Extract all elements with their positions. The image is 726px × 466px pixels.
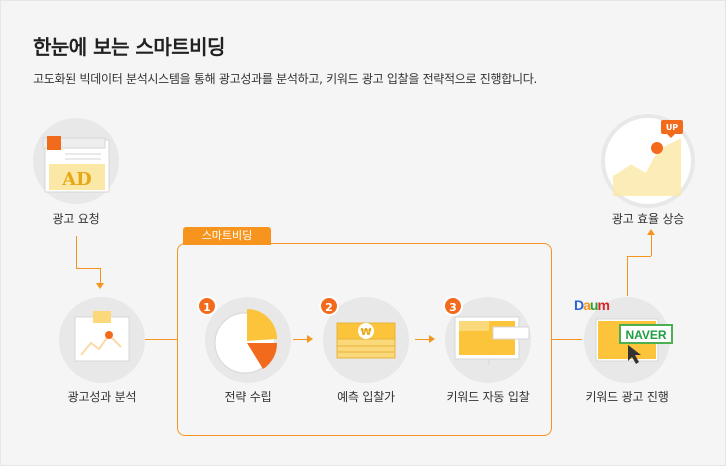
connector-step2-step3 — [415, 339, 429, 340]
arrow-right-icon — [307, 335, 313, 343]
connector-request-right — [76, 268, 100, 269]
connector-box-keyword — [552, 339, 582, 340]
analysis-label: 광고성과 분석 — [67, 390, 137, 404]
smart-bidding-tag: 스마트비딩 — [183, 227, 271, 245]
ad-document-icon: AD — [42, 136, 110, 193]
naver-text: NAVER — [625, 328, 666, 342]
connector-keyword-up — [627, 256, 628, 296]
step-number-badge: 3 — [443, 296, 463, 316]
arrow-right-icon — [429, 335, 435, 343]
result-label: 광고 효율 상승 — [611, 212, 685, 226]
connector-keyword-right — [627, 256, 651, 257]
step-number-badge: 1 — [197, 296, 217, 316]
auto-bid-label: 키워드 자동 입찰 — [446, 390, 530, 404]
connector-step1-step2 — [293, 339, 307, 340]
page-description: 고도화된 빅데이터 분석시스템을 통해 광고성과를 분석하고, 키워드 광고 입… — [33, 72, 537, 86]
connector-request-down — [76, 236, 77, 268]
growth-chart-icon: UP — [611, 120, 683, 196]
daum-letter: D — [574, 297, 584, 313]
won-icon-text: ₩ — [360, 327, 371, 338]
connector-analysis-box — [145, 339, 177, 340]
keyword-ad-label: 키워드 광고 진행 — [585, 390, 669, 404]
ad-icon-text: AD — [61, 169, 92, 190]
ad-request-label: 광고 요청 — [52, 212, 100, 226]
connector-keyword-up2 — [651, 235, 652, 256]
up-badge-text: UP — [666, 123, 678, 132]
strategy-label: 전략 수립 — [224, 390, 272, 404]
step-number-badge: 2 — [319, 296, 339, 316]
connector-request-down2 — [100, 268, 101, 283]
money-stack-icon: ₩ — [336, 322, 396, 359]
analysis-chart-icon — [74, 311, 130, 362]
arrow-down-icon — [96, 283, 104, 289]
pie-chart-icon — [214, 309, 278, 374]
monitor-icon — [454, 316, 530, 365]
daum-letter: m — [597, 297, 609, 313]
page-title: 한눈에 보는 스마트비딩 — [33, 35, 225, 59]
daum-logo: Daum — [574, 297, 610, 313]
naver-screen-icon: NAVER — [595, 318, 673, 364]
daum-letter: a — [583, 297, 591, 313]
daum-letter: u — [589, 297, 599, 313]
smart-bidding-box — [177, 243, 552, 436]
arrow-up-icon — [647, 229, 655, 235]
bid-price-label: 예측 입찰가 — [337, 390, 395, 404]
